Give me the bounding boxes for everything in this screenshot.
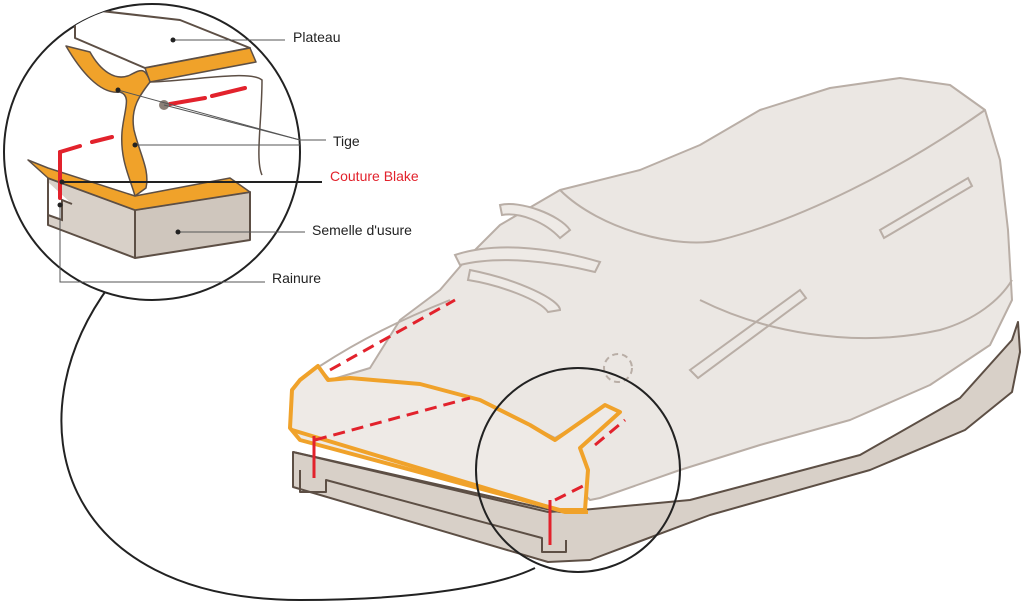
shoe-lace-3 [466,268,562,314]
shoe-insole-strip [291,428,588,514]
shoe-outsole-groove [299,470,567,553]
zoom-stitch-side [58,135,114,154]
zoom-tige [65,45,151,197]
shoe-stitch-front [314,396,471,442]
label-rainure: Rainure [272,270,322,286]
shoe-stitch-top [329,298,456,372]
shoe-stitch-side [554,418,626,502]
magnifier-circle-small [475,367,681,573]
leader-tige-2 [163,104,301,141]
label-tige: Tige [333,133,360,149]
shoe-side-slot-2 [878,176,974,240]
zoom-detail [27,7,263,259]
label-plateau: Plateau [293,29,341,45]
leader-dots [57,37,181,235]
zoom-sole-groove [47,182,73,222]
shoe-heel-line [699,279,1013,339]
shoe-lace-1 [453,246,602,274]
shoe-side-slot-1 [688,288,808,380]
zoom-tige-outer [149,74,263,176]
shoe-eyelet [603,353,633,383]
magnifier-connector [60,284,536,602]
leader-rainure [59,205,265,283]
leader-lines [59,39,326,283]
label-semelle-usure: Semelle d'usure [312,222,412,238]
shoe-vamp-line [319,299,451,367]
label-couture-blake: Couture Blake [330,168,419,184]
shoe-outsole [292,321,1021,563]
shoe-illustration [288,77,1021,563]
zoom-stitch-plateau [168,86,247,106]
shoe-collar-line [559,109,986,244]
shoe-lace-2 [498,203,572,240]
